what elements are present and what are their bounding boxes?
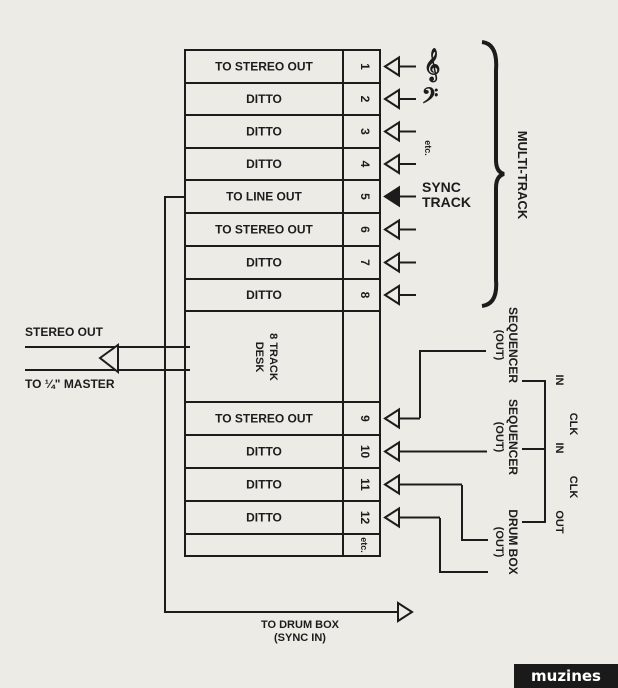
clk-port-label: IN bbox=[553, 443, 565, 454]
mixing-desk bbox=[184, 49, 381, 557]
channel-label-4: DITTO bbox=[246, 157, 282, 171]
channel-label-12: DITTO bbox=[246, 511, 282, 525]
drum-box-in-label: TO DRUM BOX bbox=[261, 619, 340, 631]
input-arrow-icon bbox=[383, 440, 400, 463]
channel-label-5: TO LINE OUT bbox=[226, 190, 302, 204]
input-arrow-icon bbox=[383, 88, 400, 110]
channel-label-1: TO STEREO OUT bbox=[215, 60, 313, 74]
etc-row-label: etc. bbox=[359, 537, 369, 553]
muzines-logo: muzines bbox=[514, 664, 618, 688]
channel-number-5: 5 bbox=[358, 193, 372, 200]
wire bbox=[419, 350, 486, 418]
sync-track-label: TRACK bbox=[422, 194, 471, 210]
channel-number-3: 3 bbox=[358, 128, 372, 135]
wire bbox=[439, 518, 488, 573]
input-arrow-icon bbox=[383, 120, 400, 143]
channel-number-1: 1 bbox=[358, 63, 372, 70]
device-port: (OUT) bbox=[493, 422, 505, 453]
channel-label-3: DITTO bbox=[246, 125, 282, 139]
input-arrow-icon bbox=[383, 473, 400, 496]
desk-label: 8 TRACK bbox=[267, 333, 279, 381]
wire bbox=[461, 485, 488, 541]
channel-label-7: DITTO bbox=[246, 256, 282, 270]
input-arrow-icon bbox=[383, 251, 400, 274]
desk-label: DESK bbox=[253, 342, 265, 373]
output-arrow-icon bbox=[98, 343, 119, 375]
channel-label-10: DITTO bbox=[246, 445, 282, 459]
input-arrow-icon bbox=[383, 153, 400, 175]
stereo-out-label: STEREO OUT bbox=[25, 325, 104, 339]
input-arrow-icon bbox=[383, 218, 400, 241]
channel-number-9: 9 bbox=[358, 415, 372, 422]
etc-inputs-label: etc. bbox=[423, 140, 433, 156]
channel-label-9: TO STEREO OUT bbox=[215, 412, 313, 426]
channel-label-6: TO STEREO OUT bbox=[215, 223, 313, 237]
channel-label-11: DITTO bbox=[246, 478, 282, 492]
multitrack-label: MULTI-TRACK bbox=[515, 131, 530, 220]
sync-track-label: SYNC bbox=[422, 179, 461, 195]
channel-label-8: DITTO bbox=[246, 288, 282, 302]
device-port: (OUT) bbox=[493, 527, 505, 558]
sync-out-wire bbox=[164, 196, 400, 613]
channel-number-2: 2 bbox=[358, 96, 372, 103]
clock-wire bbox=[522, 380, 546, 523]
sync-arrow-icon bbox=[397, 601, 414, 623]
master-label: TO ¼" MASTER bbox=[25, 377, 115, 391]
device-port: (OUT) bbox=[493, 330, 505, 361]
input-arrow-icon bbox=[383, 284, 400, 306]
channel-number-6: 6 bbox=[358, 226, 372, 233]
bass-clef-icon: 𝄢 bbox=[422, 83, 439, 113]
device-name: DRUM BOX bbox=[506, 509, 520, 574]
clk-port-label: OUT bbox=[553, 510, 565, 534]
channel-number-4: 4 bbox=[358, 161, 372, 168]
channel-number-10: 10 bbox=[358, 445, 372, 459]
channel-number-8: 8 bbox=[358, 292, 372, 299]
input-arrow-icon bbox=[383, 55, 400, 78]
device-name: SEQUENCER bbox=[506, 307, 520, 383]
input-arrow-icon bbox=[383, 407, 400, 430]
channel-number-11: 11 bbox=[358, 478, 372, 491]
treble-clef-icon: 𝄞 bbox=[424, 48, 441, 83]
clk-label: CLK bbox=[567, 476, 579, 499]
drum-box-in-label: (SYNC IN) bbox=[274, 632, 326, 644]
device-name: SEQUENCER bbox=[506, 399, 520, 475]
input-arrow-icon bbox=[383, 506, 400, 529]
channel-number-7: 7 bbox=[358, 259, 372, 266]
brace bbox=[481, 40, 505, 308]
channel-number-12: 12 bbox=[358, 511, 372, 525]
input-arrow-icon bbox=[383, 185, 400, 208]
channel-label-2: DITTO bbox=[246, 92, 282, 106]
clk-label: CLK bbox=[567, 413, 579, 436]
clk-port-label: IN bbox=[553, 375, 565, 386]
